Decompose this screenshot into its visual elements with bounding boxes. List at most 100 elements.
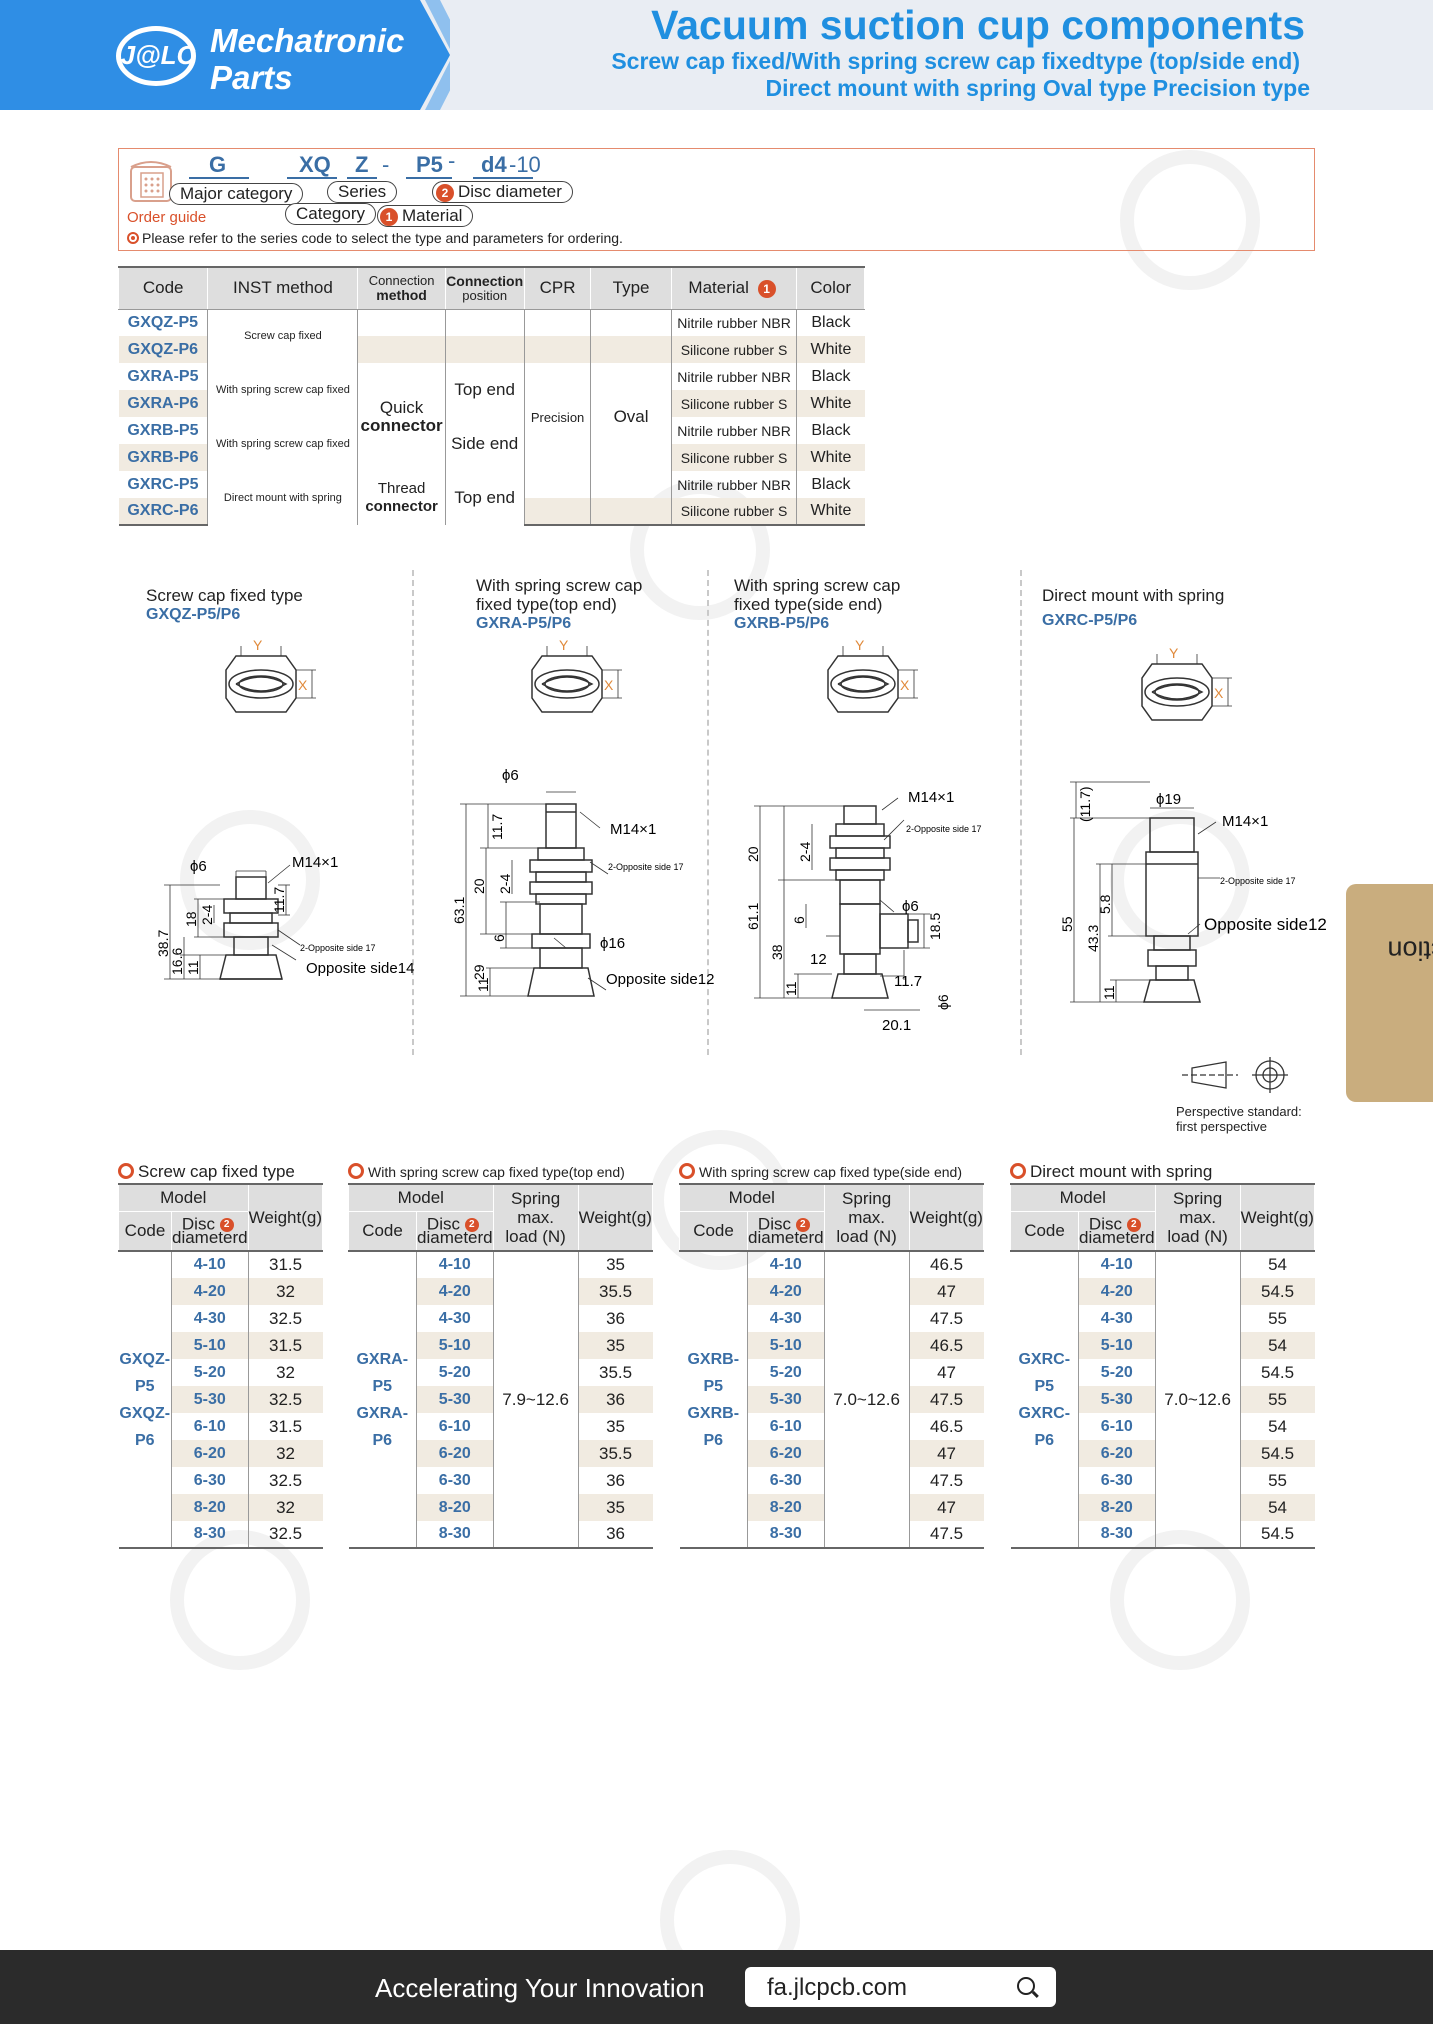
weight-cell: 35.5 [578, 1440, 653, 1467]
header-brand-tab [0, 0, 450, 110]
table-row: 4-30 36 [349, 1305, 653, 1332]
model-code: GXRA-P5 [356, 1350, 409, 1395]
order-guide: G XQ Z - P5 - d4 -10 Major category Seri… [118, 148, 1315, 251]
page-subtitle-1: Screw cap fixed/With spring screw cap fi… [611, 48, 1300, 74]
footer-url[interactable]: fa.jlcpcb.com [767, 1974, 908, 2001]
dim-16-6: 16.6 [169, 948, 185, 975]
disc-line-2: diameterd [417, 1228, 493, 1248]
weight-cell: 55 [1268, 1470, 1287, 1490]
disc-cell: 6-20 [1078, 1440, 1156, 1467]
side-view-3: M14×1 2-Opposite side 17 20 2-4 61.1 6 ϕ… [745, 789, 982, 1034]
disc-cell: 8-30 [171, 1521, 249, 1549]
col-weight: Weight(g) [1239, 1183, 1316, 1252]
badge-2: 2 [219, 1218, 234, 1233]
dim-phi6: ϕ6 [190, 858, 207, 875]
spring-load-cell: 7.9~12.6 [493, 1251, 579, 1549]
perspective-note: Perspective standard: first perspective [1176, 1104, 1302, 1134]
weight-cell: 47.5 [909, 1521, 984, 1549]
watermark-logo [170, 1530, 310, 1670]
dim-20-1: 20.1 [882, 1017, 911, 1034]
disc-line-1: Disc [757, 1214, 791, 1234]
inst-cell: Direct mount with spring [207, 471, 359, 525]
model-code: GXQZ-P6 [119, 1404, 171, 1449]
load-line-1: Spring max. [511, 1189, 561, 1227]
section-divider [707, 570, 709, 1055]
weight-cell: 32 [248, 1440, 323, 1467]
disc-cell: 4-30 [416, 1305, 494, 1332]
label-category: Category [285, 203, 376, 225]
footer-search-box[interactable]: fa.jlcpcb.com [745, 1967, 1056, 2007]
col-weight: Weight(g) [247, 1183, 324, 1252]
side-view-4: (11.7) ϕ19 M14×1 2-Opposite side 17 55 4… [1059, 781, 1327, 1003]
disc-line-2: diameterd [172, 1228, 248, 1248]
inst-cell: With spring screw cap fixed [207, 363, 359, 417]
conn-method-line-1: Connection [368, 272, 435, 288]
dim-12: 12 [810, 951, 827, 968]
x-label: X [900, 677, 910, 693]
color-cell: Black [811, 421, 851, 439]
label-major-category: Major category [169, 183, 304, 205]
disc-cell: 8-30 [1078, 1521, 1156, 1549]
code-p5: P5 [416, 152, 443, 177]
col-weight: Weight(g) [908, 1183, 985, 1252]
disc-cell: 4-10 [1078, 1251, 1156, 1278]
drawing-code: GXQZ-P5/P6 [146, 606, 241, 623]
table-title-text: With spring screw cap fixed type(side en… [699, 1164, 962, 1180]
conn-pos-line-2: position [462, 287, 508, 303]
col-code: Code [117, 266, 209, 310]
page-header: J@LC Mechatronic Parts Vacuum suction cu… [0, 0, 1433, 110]
brand-name: Mechatronic Parts [210, 22, 404, 96]
dim-m14: M14×1 [610, 821, 656, 838]
disc-cell: 4-20 [416, 1278, 494, 1305]
footer-slogan: Accelerating Your Innovation [375, 1973, 705, 2003]
section-divider [412, 570, 414, 1055]
dim-38-7: 38.7 [155, 930, 171, 957]
empty-cell [445, 309, 525, 336]
material-cell: Silicone rubber S [671, 498, 798, 526]
inst-cell: With spring screw cap fixed [207, 417, 359, 471]
search-icon[interactable] [1017, 1977, 1035, 1995]
weight-cell: 35.5 [578, 1278, 653, 1305]
col-spring-load: Spring max.load (N) [492, 1183, 579, 1252]
col-code: Code [347, 1211, 418, 1252]
weight-cell: 55 [1240, 1386, 1315, 1413]
badge-2: 2 [1126, 1218, 1141, 1233]
model-table-direct-mount: Model Spring max.load (N) Weight(g) Code… [1009, 1183, 1316, 1549]
drawing-title-line: Screw cap fixed type [146, 586, 303, 605]
material-cell: Nitrile rubber NBR [671, 363, 798, 390]
dim-6: 6 [491, 934, 507, 942]
dim-11-7: (11.7) [1077, 786, 1093, 822]
section-divider [1020, 570, 1022, 1055]
model-code: GXRC-P6 [1018, 1404, 1071, 1449]
table-row: GXQZ-P5 Screw cap fixed Nitrile rubber N… [118, 309, 865, 363]
page-subtitle-2: Direct mount with spring Oval type Preci… [765, 75, 1310, 101]
weight-cell: 36 [606, 1308, 625, 1328]
order-guide-note: Please refer to the series code to selec… [127, 230, 623, 246]
underline-d4 [473, 177, 533, 179]
disc-cell: 6-20 [171, 1440, 249, 1467]
disc-cell: 5-20 [747, 1359, 825, 1386]
phone-icon [130, 161, 172, 202]
table-title-4: Direct mount with spring [1010, 1162, 1212, 1182]
dim-11: 11 [475, 977, 491, 992]
color-cell: White [796, 390, 865, 417]
color-cell: Black [811, 313, 851, 331]
brand-line-1: Mechatronic [210, 22, 405, 59]
col-code: Code [118, 1211, 172, 1252]
underline-p5 [406, 177, 452, 179]
bullet-icon [127, 232, 139, 244]
cpr-cell: Precision [524, 363, 592, 471]
